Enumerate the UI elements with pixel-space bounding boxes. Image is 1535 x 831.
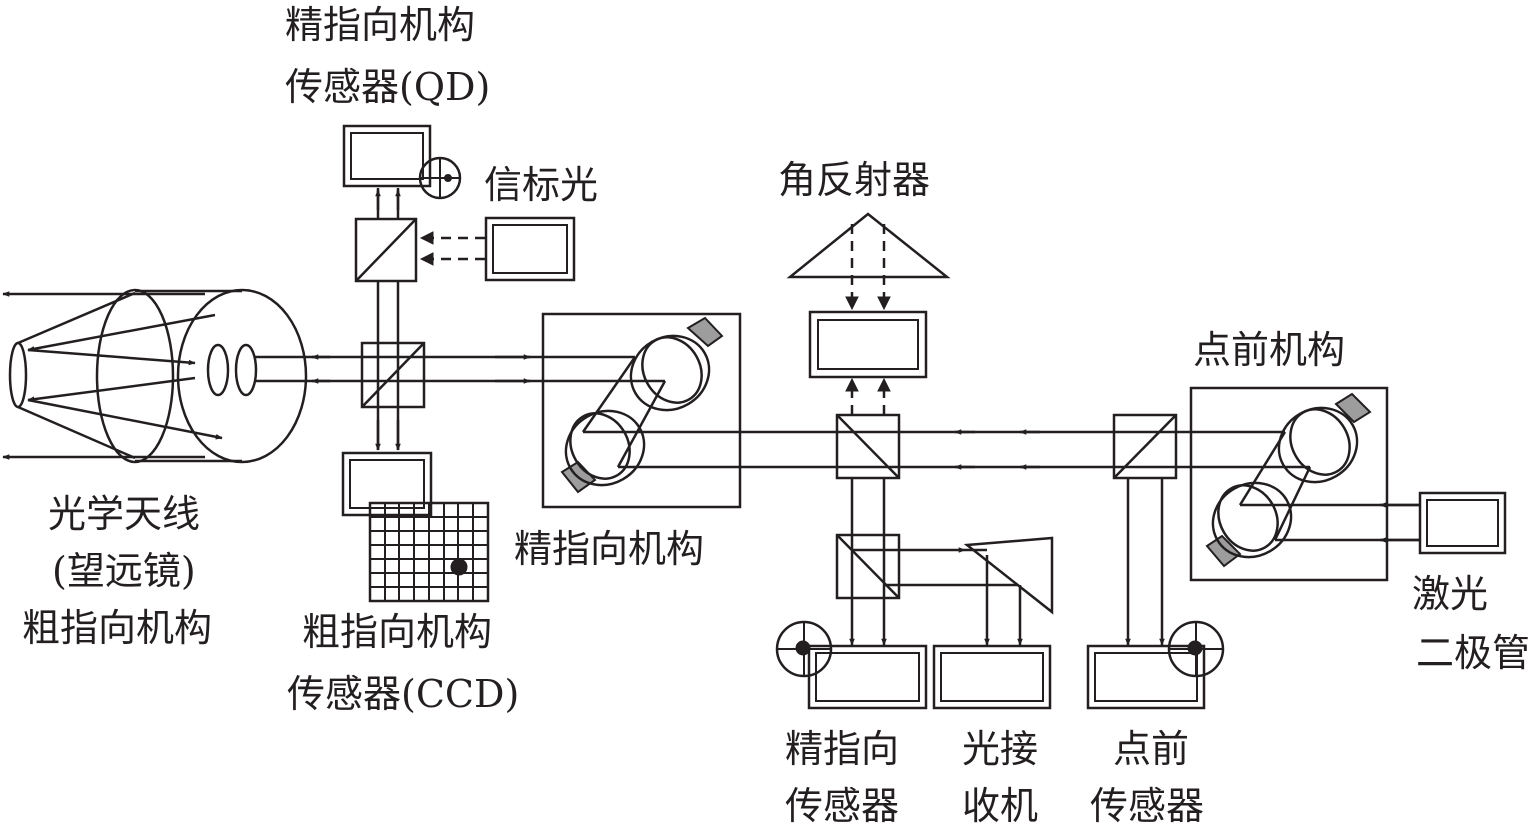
corner-reflector bbox=[786, 212, 951, 311]
label-optical-antenna-2: (望远镜) bbox=[52, 549, 196, 593]
optical-receiver bbox=[932, 644, 1052, 710]
main-beamsplitter bbox=[360, 341, 426, 409]
label-coarse-sensor-1: 粗指向机构 bbox=[302, 610, 492, 654]
beacon-source bbox=[484, 216, 576, 282]
fine-pointing-sensor bbox=[775, 620, 928, 710]
reflector-filter-box bbox=[808, 310, 928, 415]
label-optical-antenna-3: 粗指向机构 bbox=[22, 606, 212, 650]
label-fine-sensor-2: 传感器 bbox=[785, 784, 899, 828]
label-fine-sensor-qd-1: 精指向机构 bbox=[285, 3, 475, 47]
label-corner-reflector: 角反射器 bbox=[778, 158, 930, 202]
beamsplitter-4 bbox=[1112, 413, 1178, 646]
label-point-ahead-mechanism: 点前机构 bbox=[1193, 328, 1345, 372]
label-point-ahead-sensor-1: 点前 bbox=[1113, 727, 1189, 771]
point-ahead-mechanism bbox=[1189, 386, 1420, 582]
ccd-sensor bbox=[341, 451, 490, 603]
beacon-beamsplitter bbox=[354, 217, 418, 283]
label-fine-sensor-1: 精指向 bbox=[785, 727, 899, 771]
label-laser-diode-2: 二极管 bbox=[1416, 631, 1530, 675]
beacon-dashed-beams bbox=[419, 231, 485, 266]
beamsplitter-3 bbox=[835, 533, 1020, 646]
rear-lens-ellipse bbox=[176, 288, 308, 464]
label-point-ahead-sensor-2: 传感器 bbox=[1090, 784, 1204, 828]
label-optical-receiver-2: 收机 bbox=[962, 784, 1038, 828]
label-laser-diode-1: 激光 bbox=[1412, 572, 1488, 616]
label-optical-antenna-1: 光学天线 bbox=[48, 492, 200, 536]
fine-pointing-mechanism bbox=[530, 312, 742, 509]
primary-lens-ellipse bbox=[95, 288, 175, 464]
label-fine-sensor-qd-2: 传感器(QD) bbox=[285, 65, 490, 109]
optical-antenna bbox=[2, 288, 308, 464]
beamsplitter-2 bbox=[835, 413, 901, 535]
label-coarse-sensor-2: 传感器(CCD) bbox=[287, 672, 519, 716]
receiver-prism bbox=[963, 536, 1054, 646]
secondary-mirror-ellipse bbox=[8, 341, 28, 409]
ccd-grid-icon bbox=[368, 501, 490, 603]
qd-sensor bbox=[342, 124, 462, 200]
point-ahead-sensor bbox=[1086, 620, 1225, 710]
label-optical-receiver-1: 光接 bbox=[962, 727, 1038, 771]
laser-diode bbox=[1418, 491, 1507, 555]
label-fine-pointing-mechanism: 精指向机构 bbox=[514, 527, 704, 571]
label-beacon: 信标光 bbox=[484, 163, 598, 207]
